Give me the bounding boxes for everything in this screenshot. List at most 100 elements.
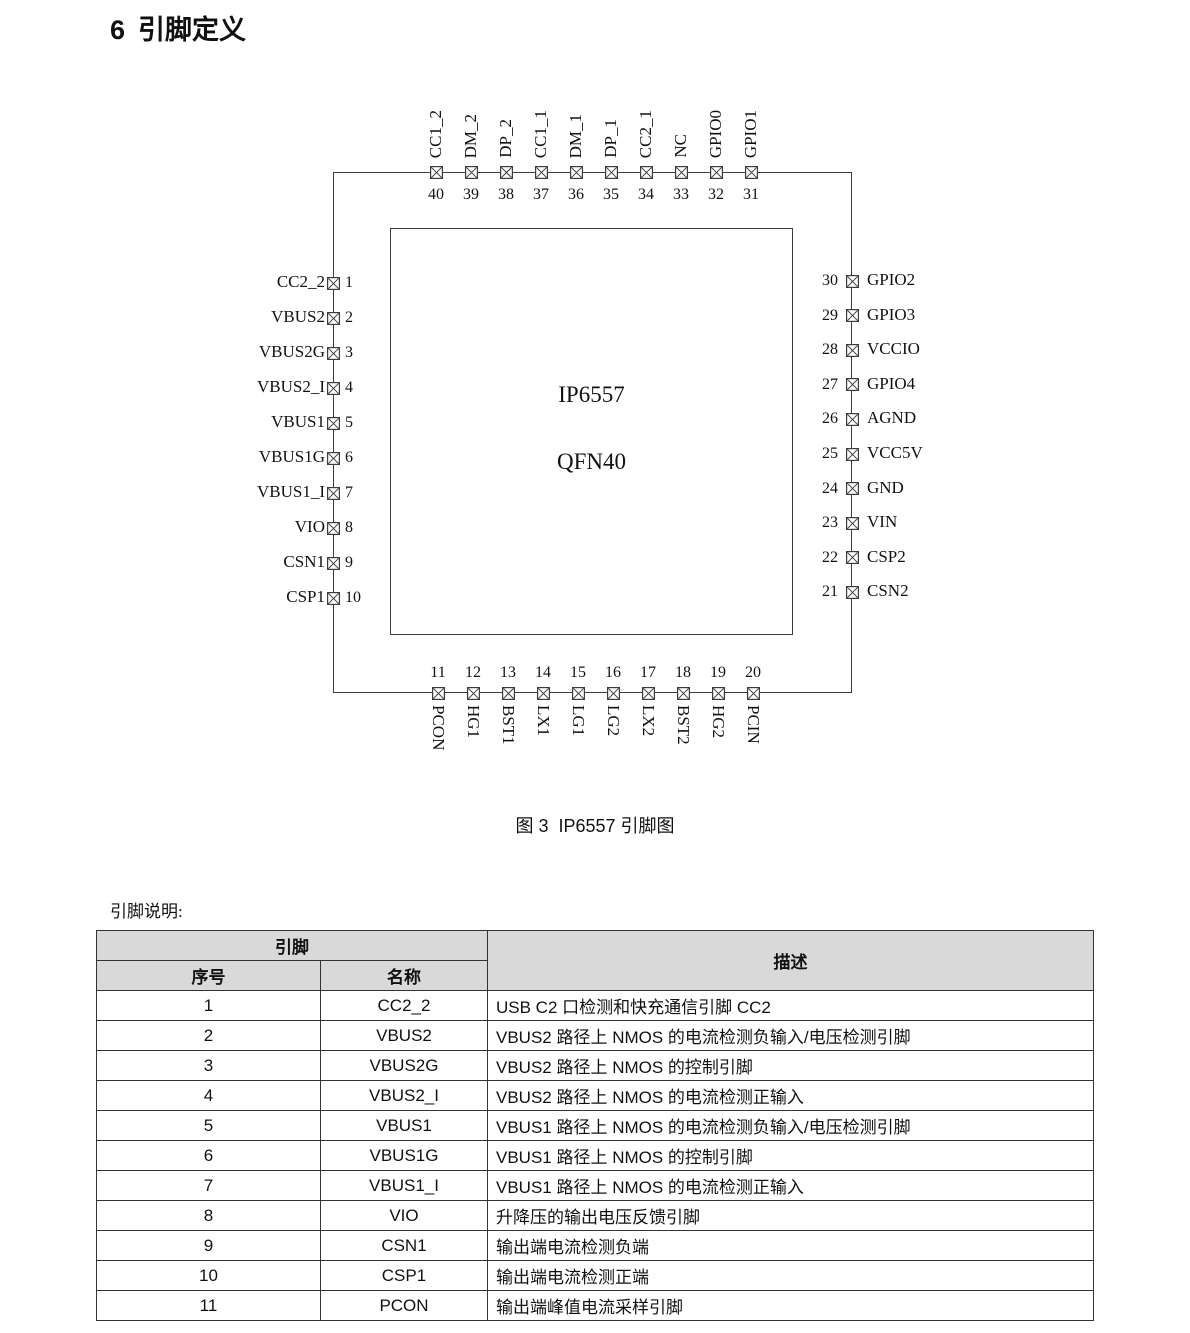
pin-number-40: 40 <box>428 186 444 203</box>
pin-label-VCC5V: VCC5V <box>867 443 923 462</box>
pin-symbol-28 <box>845 343 859 357</box>
pin-desc-cell: 输出端电流检测正端 <box>487 1260 1094 1291</box>
pin-number-20: 20 <box>745 664 761 681</box>
pin-cross-icon <box>499 165 513 179</box>
pin-label-CSN1: CSN1 <box>283 552 325 571</box>
die-outline <box>390 228 793 635</box>
pin-symbol-32 <box>709 165 723 179</box>
pin-number-cell: 6 <box>96 1140 321 1171</box>
pin-name-cell: CSP1 <box>320 1260 488 1291</box>
pin-number-12: 12 <box>465 664 481 681</box>
pin-name-cell: VIO <box>320 1200 488 1231</box>
pin-number-13: 13 <box>500 664 516 681</box>
pin-number-29: 29 <box>822 306 838 324</box>
pin-label-VIN: VIN <box>867 512 898 532</box>
pin-number-26: 26 <box>822 410 838 428</box>
pin-symbol-37 <box>534 165 548 179</box>
pin-symbol-1 <box>326 276 340 290</box>
pin-cross-icon <box>326 556 340 570</box>
pin-cross-icon <box>466 686 480 700</box>
pin-number-24: 24 <box>822 479 838 497</box>
pin-label-CC2_2: CC2_2 <box>276 272 325 291</box>
pin-label-DM_2: DM_2 <box>461 113 480 158</box>
pin-label-VBUS2: VBUS2 <box>271 307 325 326</box>
pin-number-8: 8 <box>345 519 353 536</box>
pin-number-27: 27 <box>822 375 838 393</box>
pin-desc-cell: 输出端峰值电流采样引脚 <box>487 1290 1094 1321</box>
pin-symbol-13 <box>501 686 515 700</box>
pin-table-header: 引脚 描述 序号 名称 <box>96 930 1094 991</box>
pin-label-PCIN: PCIN <box>744 705 763 744</box>
pin-label-VBUS1G: VBUS1G <box>258 447 325 466</box>
pin-cross-icon <box>639 165 653 179</box>
pin-name-cell: VBUS2G <box>320 1050 488 1081</box>
pin-cross-icon <box>845 516 859 530</box>
pin-number-11: 11 <box>430 664 446 681</box>
section-number: 6 <box>110 15 126 45</box>
pin-number-5: 5 <box>345 414 353 431</box>
pin-cross-icon <box>845 551 859 565</box>
pin-number-18: 18 <box>675 664 691 681</box>
pin-desc-cell: VBUS2 路径上 NMOS 的控制引脚 <box>487 1050 1094 1081</box>
pin-number-6: 6 <box>345 449 353 466</box>
pin-symbol-24 <box>845 482 859 496</box>
pin-symbol-27 <box>845 378 859 392</box>
pin-cross-icon <box>326 591 340 605</box>
pin-number-28: 28 <box>822 341 838 359</box>
pin-cross-icon <box>709 165 723 179</box>
pin-desc-cell: 输出端电流检测负端 <box>487 1230 1094 1261</box>
pin-name-cell: VBUS1G <box>320 1140 488 1171</box>
pin-number-cell: 7 <box>96 1170 321 1201</box>
pin-cross-icon <box>746 686 760 700</box>
pin-number-36: 36 <box>568 186 584 203</box>
pin-number-21: 21 <box>822 583 838 601</box>
table-header-name: 名称 <box>320 960 488 991</box>
pin-cross-icon <box>845 309 859 323</box>
package-outline <box>333 172 852 693</box>
pin-number-17: 17 <box>640 664 656 681</box>
pin-symbol-5 <box>326 416 340 430</box>
pin-label-LX2: LX2 <box>639 705 658 737</box>
chip-package: QFN40 <box>556 449 626 474</box>
pin-cross-icon <box>674 165 688 179</box>
pin-name-cell: PCON <box>320 1290 488 1321</box>
pin-name-cell: CC2_2 <box>320 990 488 1021</box>
pin-cross-icon <box>845 482 859 496</box>
pin-number-30: 30 <box>822 272 838 289</box>
pin-desc-cell: VBUS1 路径上 NMOS 的电流检测负输入/电压检测引脚 <box>487 1110 1094 1141</box>
pin-number-1: 1 <box>345 274 353 291</box>
pin-symbol-26 <box>845 412 859 426</box>
pin-desc-cell: 升降压的输出电压反馈引脚 <box>487 1200 1094 1231</box>
pin-number-33: 33 <box>673 186 689 203</box>
pin-label-PCON: PCON <box>429 705 448 751</box>
pin-symbol-30 <box>845 274 859 288</box>
table-header-num: 序号 <box>96 960 321 991</box>
pin-desc-cell: USB C2 口检测和快充通信引脚 CC2 <box>487 990 1094 1021</box>
pin-symbol-2 <box>326 311 340 325</box>
pin-label-VCCIO: VCCIO <box>867 339 920 359</box>
pin-symbol-35 <box>604 165 618 179</box>
pin-number-cell: 10 <box>96 1260 321 1291</box>
pin-cross-icon <box>326 416 340 430</box>
pin-number-4: 4 <box>345 379 353 396</box>
pin-number-cell: 5 <box>96 1110 321 1141</box>
pin-desc-cell: VBUS2 路径上 NMOS 的电流检测正输入 <box>487 1080 1094 1111</box>
pin-note: 引脚说明: <box>110 902 183 921</box>
pin-label-GPIO0: GPIO0 <box>706 109 725 158</box>
pin-number-19: 19 <box>710 664 726 681</box>
pin-cross-icon <box>326 381 340 395</box>
pin-cross-icon <box>845 585 859 599</box>
pin-desc-cell: VBUS1 路径上 NMOS 的控制引脚 <box>487 1140 1094 1171</box>
pin-number-cell: 2 <box>96 1020 321 1051</box>
pin-number-37: 37 <box>533 186 549 203</box>
pin-cross-icon <box>676 686 690 700</box>
